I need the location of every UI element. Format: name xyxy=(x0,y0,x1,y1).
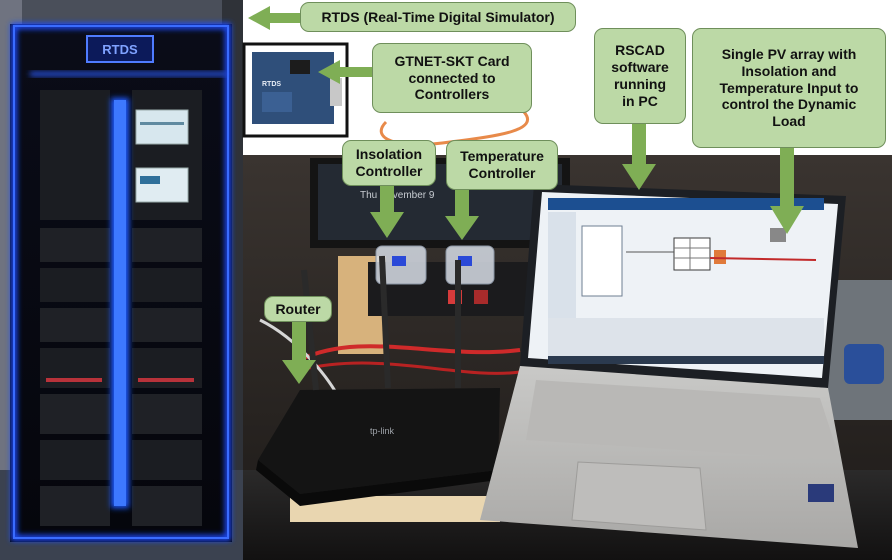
router-edge xyxy=(256,460,498,506)
rack-screen-content xyxy=(140,122,184,125)
label-temperature-controller: Temperature Controller xyxy=(446,140,558,190)
red-cable xyxy=(299,361,521,375)
gtnet-card-logo: RTDS xyxy=(262,81,281,88)
rack-screen-top xyxy=(135,109,189,145)
rack-slot-block xyxy=(40,228,110,262)
lab-bench-photo: Thu November 9 tp-link xyxy=(243,111,892,560)
router-antenna xyxy=(301,269,319,391)
laptop-sticker xyxy=(808,484,834,502)
controller-led xyxy=(458,256,472,266)
rack-slot-block xyxy=(40,440,110,480)
rack-slot-block xyxy=(132,440,202,480)
rack-frame-line xyxy=(13,25,229,539)
temperature-arrow xyxy=(445,190,479,240)
laptop-keyboard xyxy=(526,380,840,460)
rscad-block xyxy=(581,225,623,297)
rack-slot-block xyxy=(132,228,202,262)
gtnet-card-chip xyxy=(262,92,292,112)
label-rscad: RSCAD software running in PC xyxy=(594,28,686,124)
side-instrument-connector xyxy=(844,344,884,384)
rscad-arrow xyxy=(622,124,656,190)
label-gtnet-card: GTNET-SKT Card connected to Controllers xyxy=(372,43,532,113)
rtds-arrow xyxy=(248,6,300,30)
router-arrow xyxy=(282,322,316,384)
rack-slot-block xyxy=(40,268,110,302)
controller-led xyxy=(392,256,406,266)
rack-center-light xyxy=(114,100,126,506)
rack-red-connectors xyxy=(138,378,194,382)
rack-top-light-bar xyxy=(30,72,226,76)
rack-slot-block xyxy=(40,394,110,434)
label-router: Router xyxy=(264,296,332,322)
rtds-logo-badge xyxy=(86,35,154,63)
rscad-converter xyxy=(714,250,726,264)
gtnet-card-connector xyxy=(330,78,342,106)
red-cable xyxy=(299,344,521,362)
rack-screen-content xyxy=(140,176,160,184)
rtds-logo-text: RTDS xyxy=(102,42,138,57)
rack-slot-block xyxy=(132,308,202,342)
label-insolation-controller: Insolation Controller xyxy=(342,140,436,186)
rscad-pv-array xyxy=(673,237,711,271)
rtds-rack-photo: RTDS xyxy=(0,0,243,560)
rack-slot-block xyxy=(40,486,110,526)
rscad-power-line xyxy=(709,257,817,261)
rack-slot-block xyxy=(132,486,202,526)
rack-slot-block xyxy=(40,308,110,342)
gtnet-card-photo: RTDS xyxy=(242,42,349,138)
pv-arrow xyxy=(770,148,804,234)
monitor-date-text: Thu November 9 xyxy=(360,190,435,201)
label-rtds: RTDS (Real-Time Digital Simulator) xyxy=(300,2,576,32)
gtnet-card-chip xyxy=(290,60,310,74)
rscad-load xyxy=(770,228,786,242)
rack-slot-block xyxy=(40,90,110,220)
red-switch xyxy=(474,290,488,304)
rscad-console xyxy=(548,318,824,358)
rscad-titlebar xyxy=(548,198,824,210)
router-brand: tp-link xyxy=(370,426,395,436)
annotation-arrows xyxy=(248,6,804,384)
gtnet-arrow xyxy=(318,60,372,84)
rack-slots xyxy=(40,90,202,526)
label-pv-array: Single PV array with Insolation and Temp… xyxy=(692,28,886,148)
rack-screen-bottom xyxy=(135,167,189,203)
rack-slot-block xyxy=(132,268,202,302)
laptop-touchpad xyxy=(571,461,707,531)
rack-slot-block xyxy=(132,394,202,434)
laptop-taskbar xyxy=(548,356,824,364)
router-body xyxy=(258,388,500,494)
router-antenna xyxy=(379,255,391,389)
insolation-arrow xyxy=(370,186,404,238)
rack-red-connectors xyxy=(46,378,102,382)
